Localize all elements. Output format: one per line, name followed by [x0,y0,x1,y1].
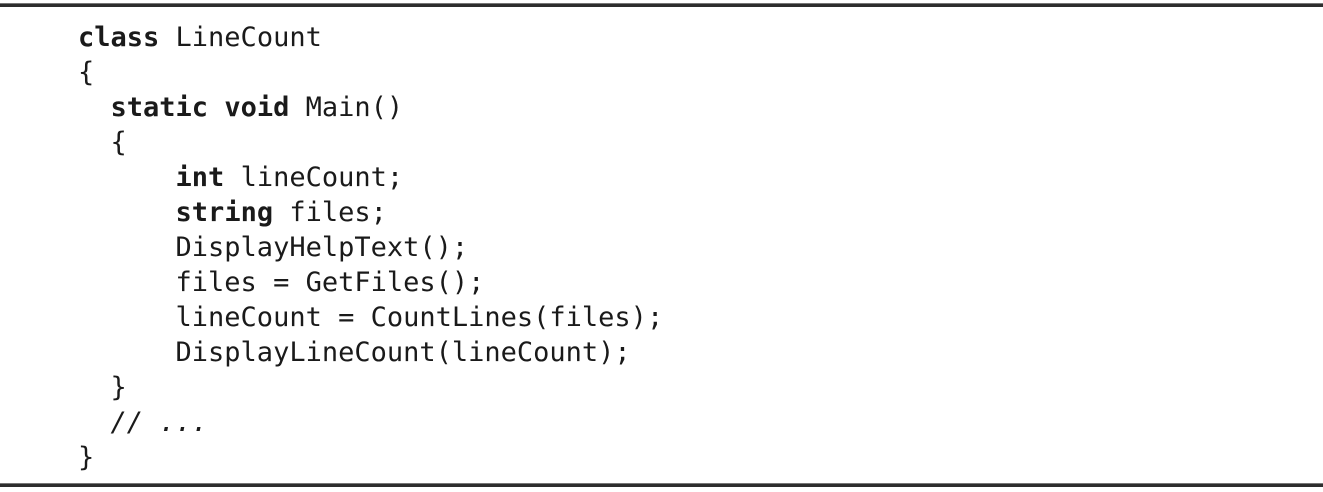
code-line: DisplayHelpText(); [78,230,663,265]
code-line: int lineCount; [78,160,663,195]
top-rule [0,3,1323,7]
code-line: lineCount = CountLines(files); [78,300,664,335]
code-token-plain: LineCount [159,22,322,53]
code-line: } [78,440,663,475]
code-token-keyword: class [78,22,160,53]
code-line: // ... [78,405,663,440]
code-line: static void Main() [78,90,663,125]
code-token-plain: lineCount = CountLines(files); [78,302,664,333]
code-token-plain: DisplayHelpText(); [78,232,469,263]
code-token-plain: Main() [289,92,404,123]
code-token-plain [208,92,224,123]
code-line: { [78,55,663,90]
code-token-plain [78,92,111,123]
code-line: DisplayLineCount(lineCount); [78,335,663,370]
code-token-keyword: string [175,197,274,228]
code-token-plain: files = GetFiles(); [78,267,485,298]
code-line: files = GetFiles(); [78,265,663,300]
code-token-plain: { [78,57,95,88]
code-line: class LineCount [78,20,663,55]
code-token-keyword: void [224,92,290,123]
code-line: } [78,370,663,405]
code-token-plain: { [78,127,127,158]
code-token-keyword: static [110,92,209,123]
code-line: string files; [78,195,663,230]
code-token-plain: lineCount; [224,162,404,193]
code-token-plain: DisplayLineCount(lineCount); [78,337,631,368]
code-token-plain: } [78,372,127,403]
code-token-plain [78,407,111,438]
code-token-keyword: int [175,162,225,193]
bottom-rule [0,483,1323,487]
code-token-plain: files; [273,197,387,228]
code-token-comment: // ... [110,407,209,438]
code-token-plain [78,197,176,228]
code-token-plain [78,162,176,193]
code-line: { [78,125,663,160]
code-token-plain: } [78,442,95,473]
code-listing: class LineCount{ static void Main() { in… [78,20,663,475]
